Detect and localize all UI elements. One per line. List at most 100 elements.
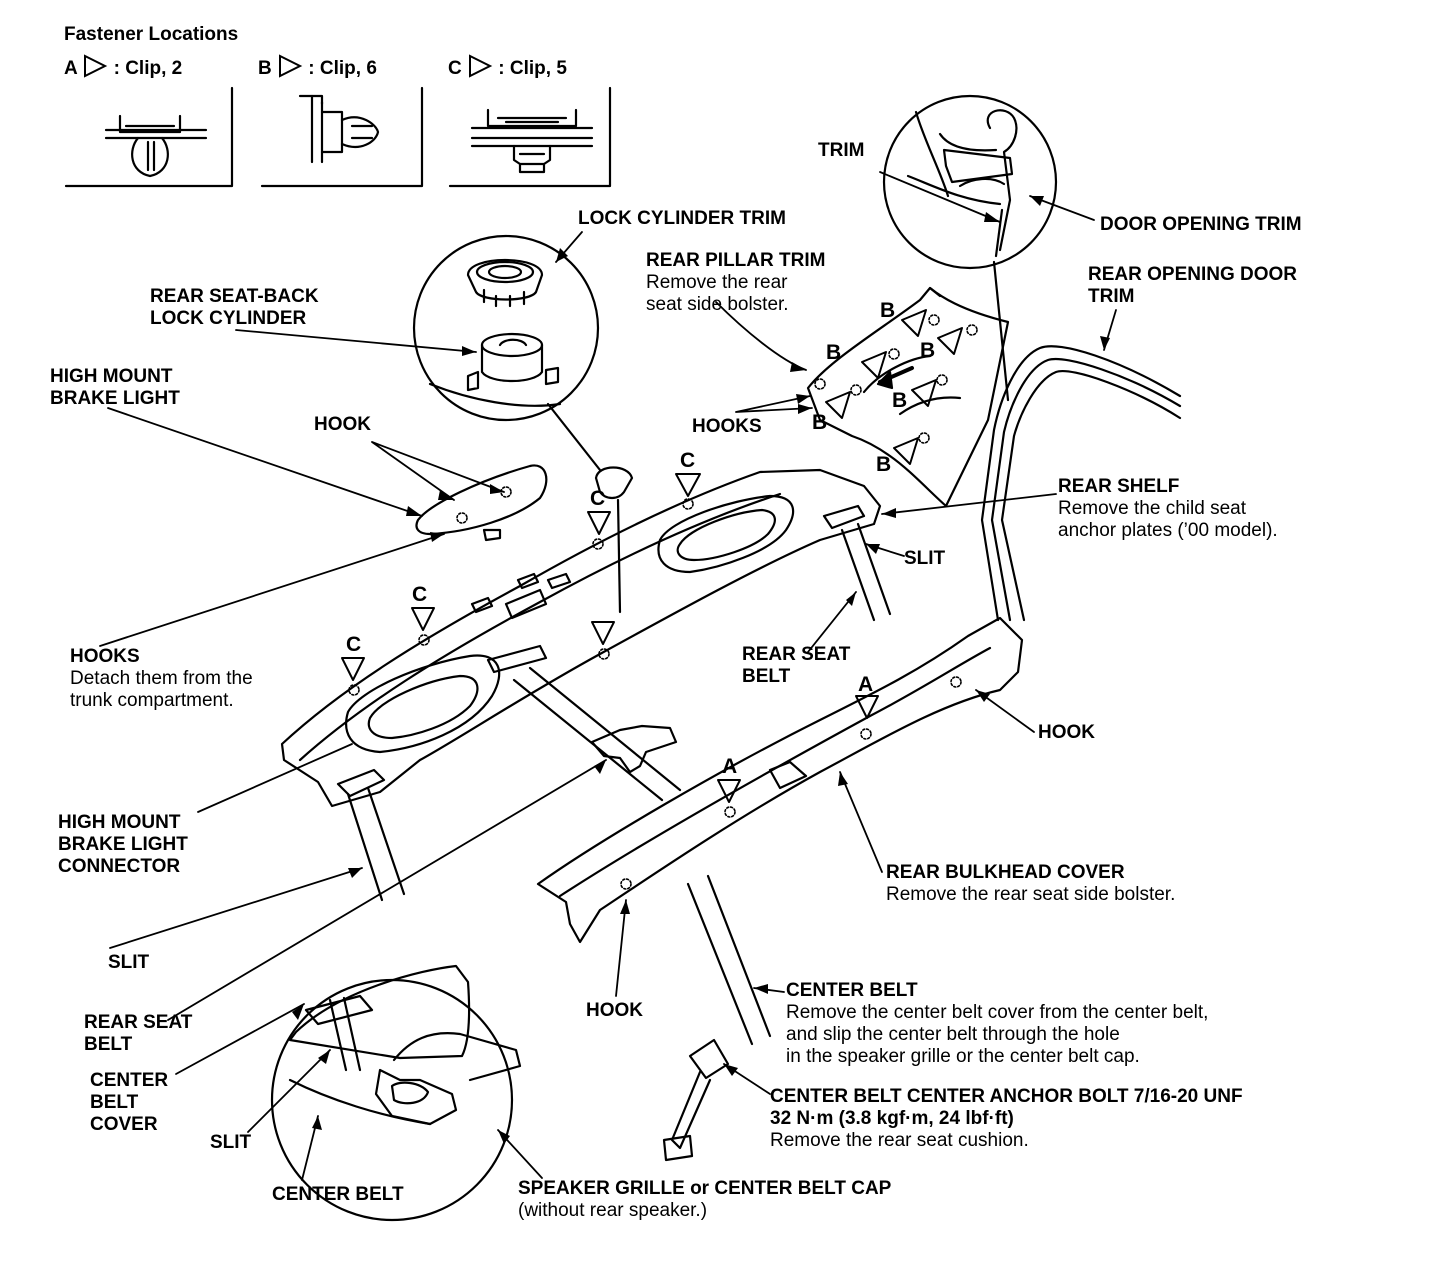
clip-detail-c — [448, 86, 612, 188]
label-note: Remove the child seat — [1058, 498, 1246, 519]
label-line: REAR SEAT — [742, 644, 851, 665]
label-rear-opening-door-trim: REAR OPENING DOOR TRIM — [1088, 264, 1297, 308]
triangle-icon — [279, 54, 303, 78]
label-title: REAR SHELF — [1058, 476, 1180, 497]
triangle-icon — [469, 54, 493, 78]
rear-bulkhead-cover — [536, 616, 1024, 944]
label-door-opening-trim: DOOR OPENING TRIM — [1100, 214, 1302, 235]
rear-pillar-trim — [806, 286, 1010, 508]
label-line: REAR OPENING DOOR — [1088, 264, 1298, 285]
clip-detail-a — [64, 86, 234, 188]
clip-key-b: B : Clip, 6 — [258, 54, 377, 80]
label-line: LOCK CYLINDER — [150, 308, 307, 329]
fastener-locations-title: Fastener Locations — [64, 24, 239, 45]
label-note: Remove the rear seat cushion. — [770, 1130, 1029, 1151]
label-slit-bottom: SLIT — [210, 1132, 252, 1153]
label-center-belt-bottom: CENTER BELT — [272, 1184, 404, 1205]
label-line: BRAKE LIGHT — [58, 834, 188, 855]
label-rear-seatback-lock-cylinder: REAR SEAT-BACK LOCK CYLINDER — [150, 286, 319, 330]
label-note: trunk compartment. — [70, 690, 234, 711]
label-line: BELT — [742, 666, 791, 687]
label-torque: 32 N·m (3.8 kgf·m, 24 lbf·ft) — [770, 1108, 1014, 1129]
label-rear-shelf: REAR SHELF Remove the child seat anchor … — [1058, 476, 1278, 542]
label-note: in the speaker grille or the center belt… — [786, 1046, 1140, 1067]
clip-detail-b — [260, 86, 424, 188]
label-anchor-bolt: CENTER BELT CENTER ANCHOR BOLT 7/16-20 U… — [770, 1086, 1243, 1152]
label-note: and slip the center belt through the hol… — [786, 1024, 1120, 1045]
label-line: COVER — [90, 1114, 158, 1135]
label-line: TRIM — [1088, 286, 1135, 307]
marker-c: C — [346, 633, 362, 656]
label-trim: TRIM — [818, 140, 865, 161]
marker-c: C — [412, 583, 428, 606]
clip-marks — [348, 314, 978, 890]
rear-opening-door-trim — [980, 345, 1182, 622]
label-title: REAR BULKHEAD COVER — [886, 862, 1125, 883]
label-center-belt-cover: CENTER BELT COVER — [90, 1070, 168, 1136]
label-hook-bottom: HOOK — [586, 1000, 643, 1021]
marker-c: C — [680, 449, 696, 472]
label-slit-left: SLIT — [108, 952, 150, 973]
label-hook-top: HOOK — [314, 414, 371, 435]
label-high-mount-brake-light-connector: HIGH MOUNT BRAKE LIGHT CONNECTOR — [58, 812, 188, 878]
label-line: HIGH MOUNT — [50, 366, 173, 387]
trim-detail — [882, 94, 1058, 270]
label-rear-bulkhead-cover: REAR BULKHEAD COVER Remove the rear seat… — [886, 862, 1175, 906]
label-hook-right: HOOK — [1038, 722, 1095, 743]
marker-c: C — [590, 487, 606, 510]
clip-key-c-text: : Clip, 5 — [498, 58, 567, 79]
label-line: BELT — [90, 1092, 139, 1113]
label-title: REAR PILLAR TRIM — [646, 250, 826, 271]
label-title: CENTER BELT CENTER ANCHOR BOLT 7/16-20 U… — [770, 1086, 1243, 1107]
marker-a: A — [722, 755, 738, 778]
clip-key-c-letter: C — [448, 58, 462, 79]
label-line: BRAKE LIGHT — [50, 388, 180, 409]
label-rear-seat-belt-left: REAR SEAT BELT — [84, 1012, 192, 1056]
label-note: Remove the rear — [646, 272, 788, 293]
marker-b: B — [826, 341, 842, 364]
marker-b: B — [812, 411, 828, 434]
marker-b: B — [920, 339, 936, 362]
clip-key-a-text: : Clip, 2 — [113, 58, 183, 79]
clip-key-c: C : Clip, 5 — [448, 54, 567, 80]
label-line: CONNECTOR — [58, 856, 181, 877]
label-note: Remove the rear seat side bolster. — [886, 884, 1176, 905]
label-line: HIGH MOUNT — [58, 812, 181, 833]
label-line: REAR SEAT — [84, 1012, 193, 1033]
label-line: BELT — [84, 1034, 133, 1055]
label-rear-seat-belt-right: REAR SEAT BELT — [742, 644, 850, 688]
marker-b: B — [892, 389, 908, 412]
label-slit-right: SLIT — [904, 548, 946, 569]
label-note: seat side bolster. — [646, 294, 789, 315]
lock-cylinder-detail — [412, 234, 600, 422]
label-note: (without rear speaker.) — [518, 1200, 708, 1221]
label-rear-pillar-trim: REAR PILLAR TRIM Remove the rear seat si… — [646, 250, 825, 316]
label-hooks-left: HOOKS Detach them from the trunk compart… — [70, 646, 253, 712]
fastener-triangles — [341, 309, 963, 803]
label-center-belt: CENTER BELT Remove the center belt cover… — [786, 980, 1208, 1068]
label-title: HOOKS — [70, 646, 140, 667]
clip-key-a: A : Clip, 2 — [64, 54, 182, 80]
rear-shelf — [280, 464, 882, 808]
belts — [346, 522, 892, 1046]
arrowheads — [292, 196, 1110, 1144]
label-note: anchor plates (’00 model). — [1058, 520, 1278, 541]
center-belt-cover-detail — [270, 964, 522, 1222]
label-title: SPEAKER GRILLE or CENTER BELT CAP — [518, 1178, 892, 1199]
label-title: CENTER BELT — [786, 980, 918, 1001]
label-note: Remove the center belt cover from the ce… — [786, 1002, 1209, 1023]
triangle-icon — [84, 54, 108, 78]
clip-key-a-letter: A — [64, 58, 78, 79]
marker-b: B — [880, 299, 896, 322]
anchor-bolt — [662, 1038, 730, 1162]
marker-b: B — [876, 453, 892, 476]
label-speaker-grille: SPEAKER GRILLE or CENTER BELT CAP (witho… — [518, 1178, 891, 1222]
label-lock-cylinder-trim: LOCK CYLINDER TRIM — [578, 208, 786, 229]
label-line: CENTER — [90, 1070, 169, 1091]
label-note: Detach them from the — [70, 668, 253, 689]
label-hooks-pillar: HOOKS — [692, 416, 762, 437]
clip-key-b-text: : Clip, 6 — [308, 58, 377, 79]
marker-a: A — [858, 673, 874, 696]
label-high-mount-brake-light: HIGH MOUNT BRAKE LIGHT — [50, 366, 180, 410]
